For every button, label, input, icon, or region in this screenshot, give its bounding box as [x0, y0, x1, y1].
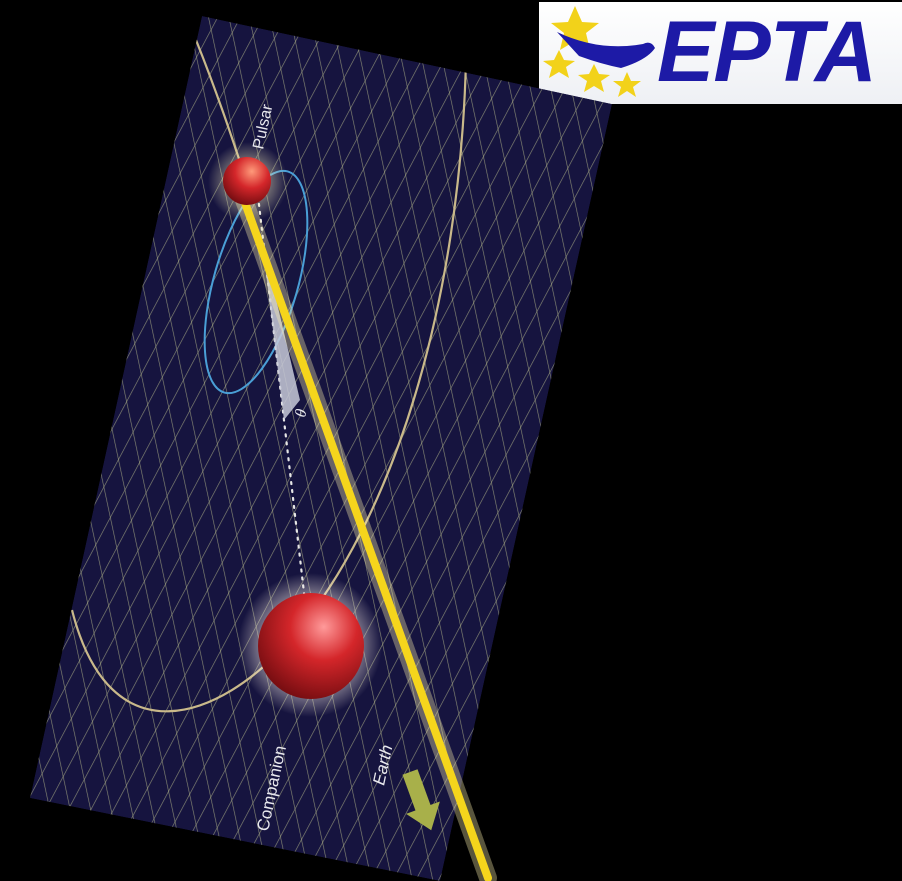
earth-arrow-icon [402, 769, 440, 831]
signal-beam [240, 196, 492, 881]
logo-text: EPTA [657, 4, 877, 100]
pulsar-orbit [203, 169, 309, 395]
angle-label: θ [292, 407, 310, 418]
epta-logo: EPTA [539, 2, 902, 104]
star-icon [543, 6, 655, 97]
companion-star [258, 593, 364, 699]
pulsar-star [223, 157, 271, 205]
